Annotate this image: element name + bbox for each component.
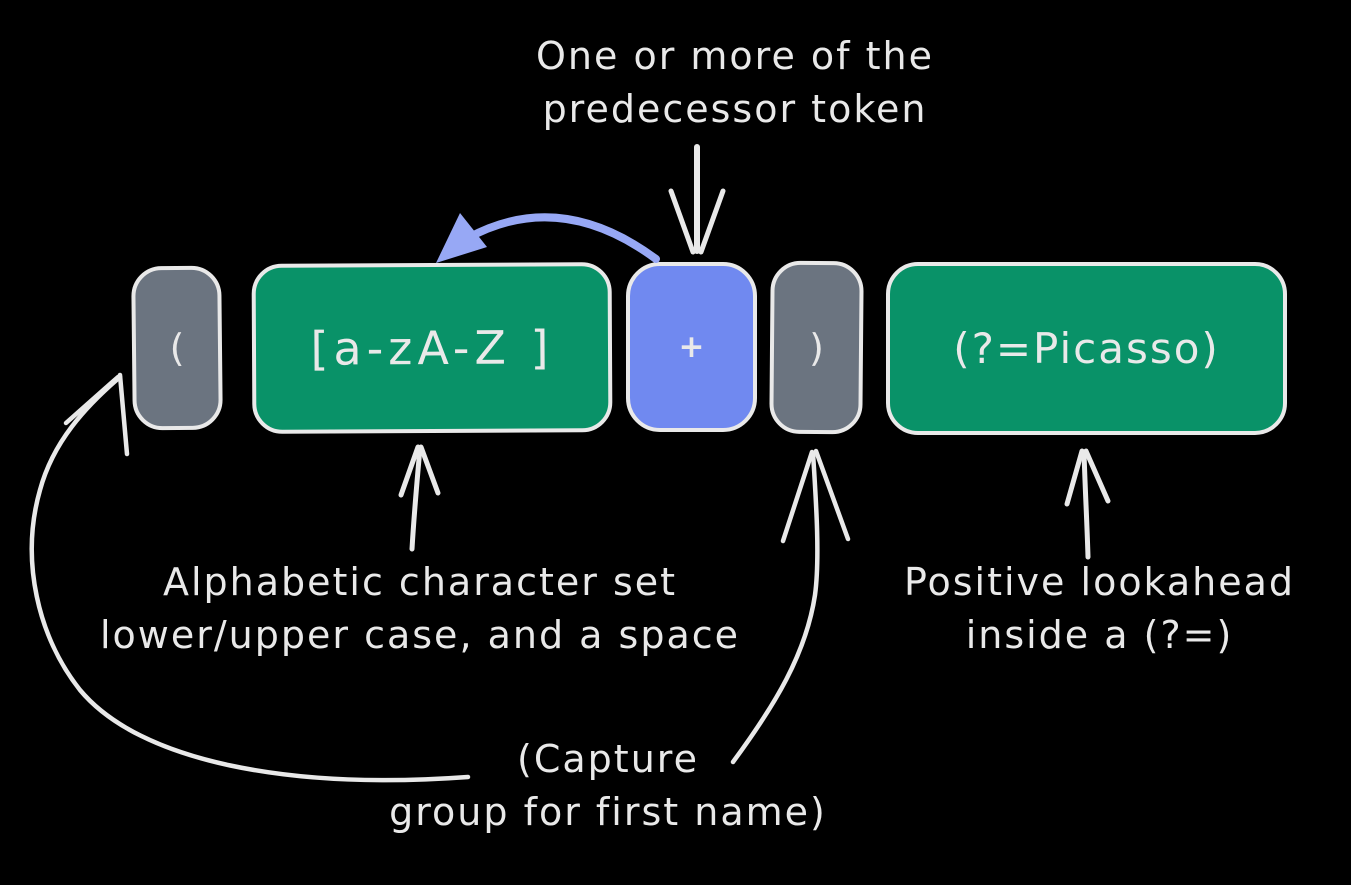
token-label: + [678,329,705,365]
token-label: ) [808,325,825,370]
quantifier-annotation: One or more of the predecessor token [420,30,1050,136]
token-positive-lookahead: (?=Picasso) [886,262,1287,435]
annotation-line: (Capture [517,737,699,781]
token-label: [a-zA-Z ] [310,320,554,376]
token-label: ( [169,325,185,371]
annotation-line: inside a (?=) [965,613,1234,657]
annotation-line: Alphabetic character set [162,560,678,604]
lookahead-annotation: Positive lookahead inside a (?=) [852,556,1347,662]
annotation-line: One or more of the [536,34,934,78]
token-label: (?=Picasso) [953,324,1220,373]
annotation-line: group for first name) [389,790,827,834]
annotation-line: Positive lookahead [903,560,1296,604]
token-capture-group-open: ( [131,265,223,431]
lookahead-pointer-arrow [1064,448,1111,560]
token-plus-quantifier: + [626,262,757,432]
plus-loopback-arrow [436,213,660,263]
charset-annotation: Alphabetic character set lower/upper cas… [28,556,812,662]
annotation-line: lower/upper case, and a space [99,613,741,657]
capture-annotation: (Capture group for first name) [352,733,864,839]
quantifier-pointer-arrow [668,144,726,255]
charset-pointer-arrow [398,444,441,552]
token-capture-group-close: ) [769,260,864,435]
annotation-line: predecessor token [542,87,928,131]
token-character-set: [a-zA-Z ] [251,262,613,434]
